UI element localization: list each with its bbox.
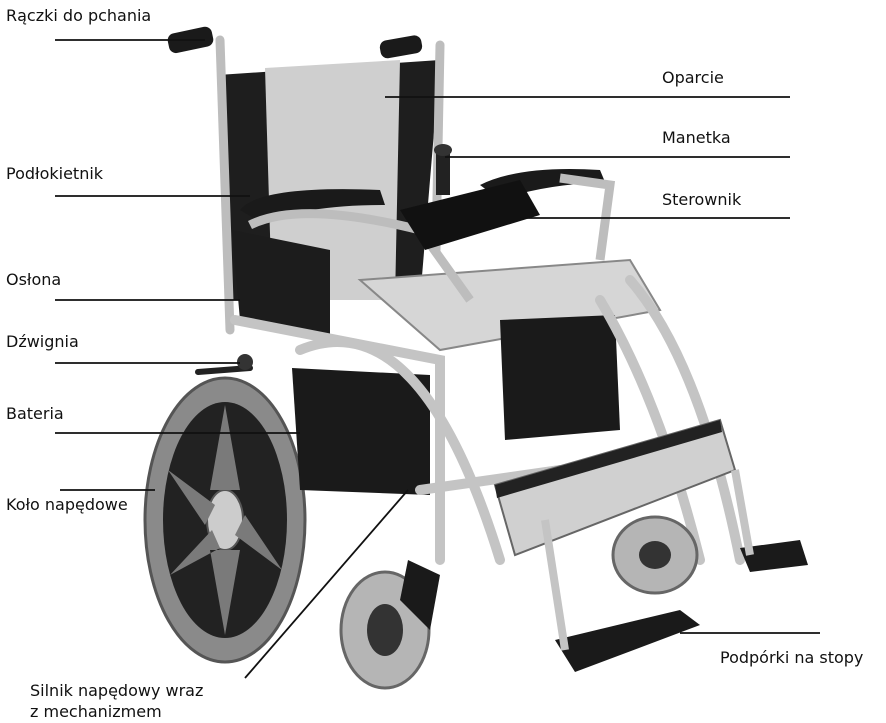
label-controller: Sterownik bbox=[662, 190, 741, 210]
label-motor-line1: Silnik napędowy wraz bbox=[30, 680, 203, 701]
label-guard: Osłona bbox=[6, 270, 61, 290]
label-backrest: Oparcie bbox=[662, 68, 724, 88]
label-motor-line2: z mechanizmem bbox=[30, 701, 203, 722]
label-push-handles: Rączki do pchania bbox=[6, 6, 151, 26]
drive-wheel bbox=[145, 378, 305, 662]
label-footrests: Podpórki na stopy bbox=[720, 648, 863, 668]
label-joystick: Manetka bbox=[662, 128, 731, 148]
label-armrest: Podłokietnik bbox=[6, 164, 103, 184]
leg-plate bbox=[495, 420, 735, 555]
label-motor: Silnik napędowy wraz z mechanizmem bbox=[30, 680, 203, 722]
label-drive-wheel: Koło napędowe bbox=[6, 495, 128, 515]
label-battery: Bateria bbox=[6, 404, 64, 424]
label-lever: Dźwignia bbox=[6, 332, 79, 352]
push-handles bbox=[166, 25, 423, 59]
